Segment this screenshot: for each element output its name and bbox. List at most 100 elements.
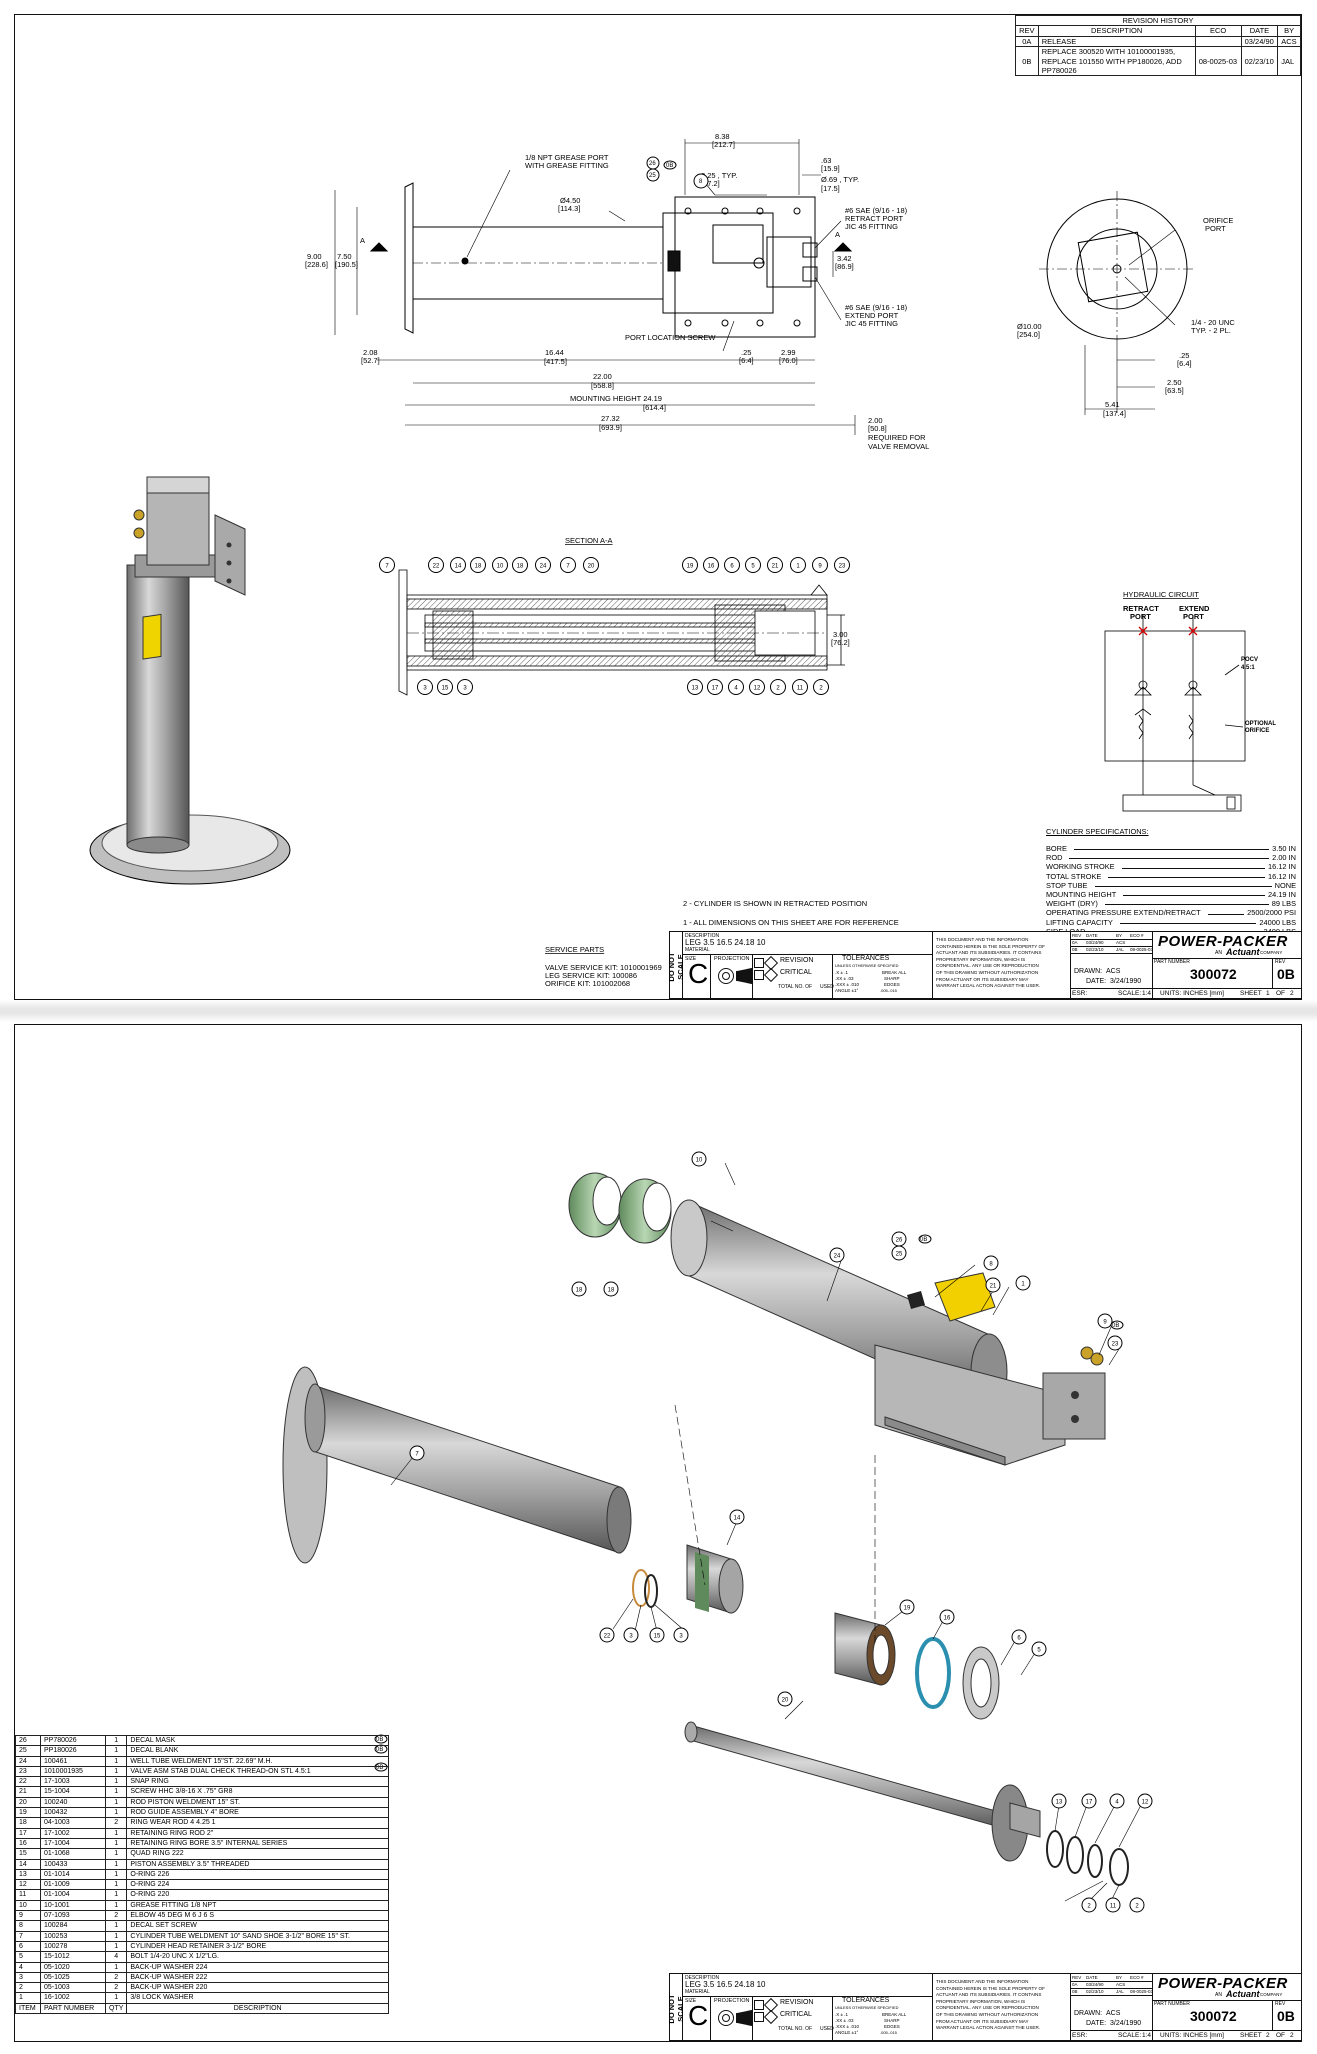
tb-text: AN	[1215, 950, 1222, 956]
rev-col-header: DESCRIPTION	[1037, 25, 1196, 37]
tb-text: 08-0025-03	[1130, 947, 1154, 952]
bom-item: 3	[15, 1971, 41, 1984]
tb-text: ECO #	[1130, 1975, 1144, 1980]
balloon-label: 26	[896, 1238, 903, 1244]
balloon-label: 20	[782, 1698, 789, 1704]
balloon-label: 19	[904, 1606, 911, 1612]
spec-label: ROD	[1046, 853, 1063, 863]
bom-qty: 1	[104, 1848, 128, 1860]
balloon	[1137, 1793, 1153, 1809]
tb-text: BY	[1116, 933, 1123, 938]
dim-label: VALVE REMOVAL	[868, 442, 929, 451]
bom-row: 20 100240 1 ROD PISTON WELDMENT 15" ST.	[15, 1796, 389, 1809]
decal-mask	[907, 1291, 925, 1309]
tb-text: .XX ± .03	[835, 2018, 854, 2023]
balloon	[649, 1627, 665, 1643]
balloon-label: 3	[423, 686, 427, 692]
tb-text: TOLERANCES	[842, 955, 890, 962]
bom-description: GREASE FITTING 1/8 NPT	[126, 1899, 389, 1912]
balloon	[777, 1691, 793, 1707]
spec-label: TOTAL STROKE	[1046, 871, 1102, 881]
bom-item: 25	[15, 1745, 41, 1757]
balloon-label: 18	[608, 1288, 615, 1294]
bom-item: 11	[15, 1889, 41, 1901]
tb-text: 02/23/10	[1086, 1989, 1104, 1994]
bom-qty: 1	[104, 1745, 128, 1757]
tb-text: 03/24/90	[1086, 940, 1104, 945]
section-marker: A	[360, 236, 365, 245]
bom-qty: 1	[104, 1868, 128, 1881]
bom-item: 17	[15, 1827, 41, 1839]
bom-qty: 1	[104, 1961, 128, 1973]
tb-text: OF	[1276, 2032, 1286, 2039]
tb-text: ECO #	[1130, 933, 1144, 938]
tb-text: OF	[1276, 990, 1286, 997]
balloon	[1109, 1793, 1125, 1809]
tb-actuant: Actuant	[1226, 1989, 1260, 1999]
dim-label: REQUIRED FOR	[868, 433, 926, 442]
tb-text: SHEET	[1240, 2032, 1262, 2039]
tb-text: COMPANY	[1260, 950, 1283, 955]
dim-label: [6.4]	[739, 356, 754, 365]
note-2: 2 - CYLINDER IS SHOWN IN RETRACTED POSIT…	[683, 899, 867, 908]
balloon-label: 14	[455, 564, 462, 570]
balloon-label: 2	[776, 686, 780, 692]
balloon	[571, 1281, 587, 1297]
tb-text: OF THIS DRAWING WITHOUT AUTHORIZATION	[936, 970, 1039, 975]
balloon-label: 18	[576, 1288, 583, 1294]
tb-text: .XXX ± .010	[835, 2024, 859, 2029]
dim-label: Ø.69 , TYP.	[821, 175, 859, 184]
bom-part-number: 100432	[40, 1807, 106, 1819]
bom-description: BOLT 1/4-20 UNC X 1/2"LG.	[126, 1951, 389, 1963]
bom-part-number: PP780026	[40, 1734, 106, 1747]
bom-item: 21	[15, 1786, 41, 1798]
spec-value: 16.12 IN	[1268, 871, 1296, 881]
dim-label: [614.4]	[643, 403, 666, 412]
bom-part-number: 17-1002	[40, 1827, 106, 1839]
bom-row: 26 PP780026 1 DECAL MASK	[15, 1734, 389, 1747]
bom-row: 15 01-1068 1 QUAD RING 222	[15, 1848, 389, 1860]
tb-text: REV	[1275, 2001, 1286, 2007]
bom-item: 8	[15, 1920, 41, 1932]
balloon-label: 25	[896, 1252, 903, 1258]
well-tube-weldment	[670, 1199, 1106, 1466]
dim-label: [63.5]	[1165, 386, 1184, 395]
spec-label: OPERATING PRESSURE EXTEND/RETRACT	[1046, 908, 1201, 918]
rev-cell: REPLACE 300520 WITH 10100001935, REPLACE…	[1037, 46, 1196, 77]
bom-row: 7 100253 1 CYLINDER TUBE WELDMENT 10" SA…	[15, 1930, 389, 1942]
tb-text: DATE	[1086, 933, 1098, 938]
balloon-label: 15	[654, 1634, 661, 1640]
callout-text: PORT LOCATION SCREW	[625, 333, 716, 342]
tb-text: 2	[1290, 990, 1294, 997]
balloon-label: 20	[588, 564, 595, 570]
bom-item: 18	[15, 1817, 41, 1829]
bom-part-number: 100240	[40, 1796, 106, 1809]
bom-qty: 1	[104, 1765, 128, 1778]
dim-label: [17.5]	[821, 184, 840, 193]
leader-lines	[390, 1162, 1142, 1902]
bom-row: 18 04-1003 2 RING WEAR ROD 4 4.25 1	[15, 1817, 389, 1829]
sheet-1: REVISION HISTORY REV DESCRIPTION ECO DAT…	[14, 14, 1302, 1000]
tb-text: 3/24/1990	[1110, 978, 1142, 985]
rev-cell: 08-0025-03	[1194, 46, 1242, 77]
dim-label: [76.0]	[779, 356, 798, 365]
bom-item: 20	[15, 1796, 41, 1809]
hydraulic-label: 4.5:1	[1241, 665, 1255, 671]
note-1: 1 - ALL DIMENSIONS ON THIS SHEET ARE FOR…	[683, 918, 899, 927]
callout-text: #6 SAE (9/16 - 18)	[845, 206, 908, 215]
tb-text: JAL	[1116, 947, 1124, 952]
tb-text: .X ± .1	[835, 2012, 848, 2017]
balloon	[470, 557, 486, 573]
balloon-label: 2	[1135, 1904, 1139, 1910]
tb-text: REVISION	[780, 957, 814, 964]
bom-description: O-RING 224	[126, 1879, 389, 1891]
balloon	[682, 557, 698, 573]
balloon-label: 12	[1142, 1800, 1149, 1806]
dim-label: 2.25 , TYP.	[701, 171, 737, 180]
specs-title: CYLINDER SPECIFICATIONS:	[1046, 827, 1149, 836]
tb-text: PART NUMBER	[1154, 2001, 1190, 2007]
balloon	[512, 557, 528, 573]
